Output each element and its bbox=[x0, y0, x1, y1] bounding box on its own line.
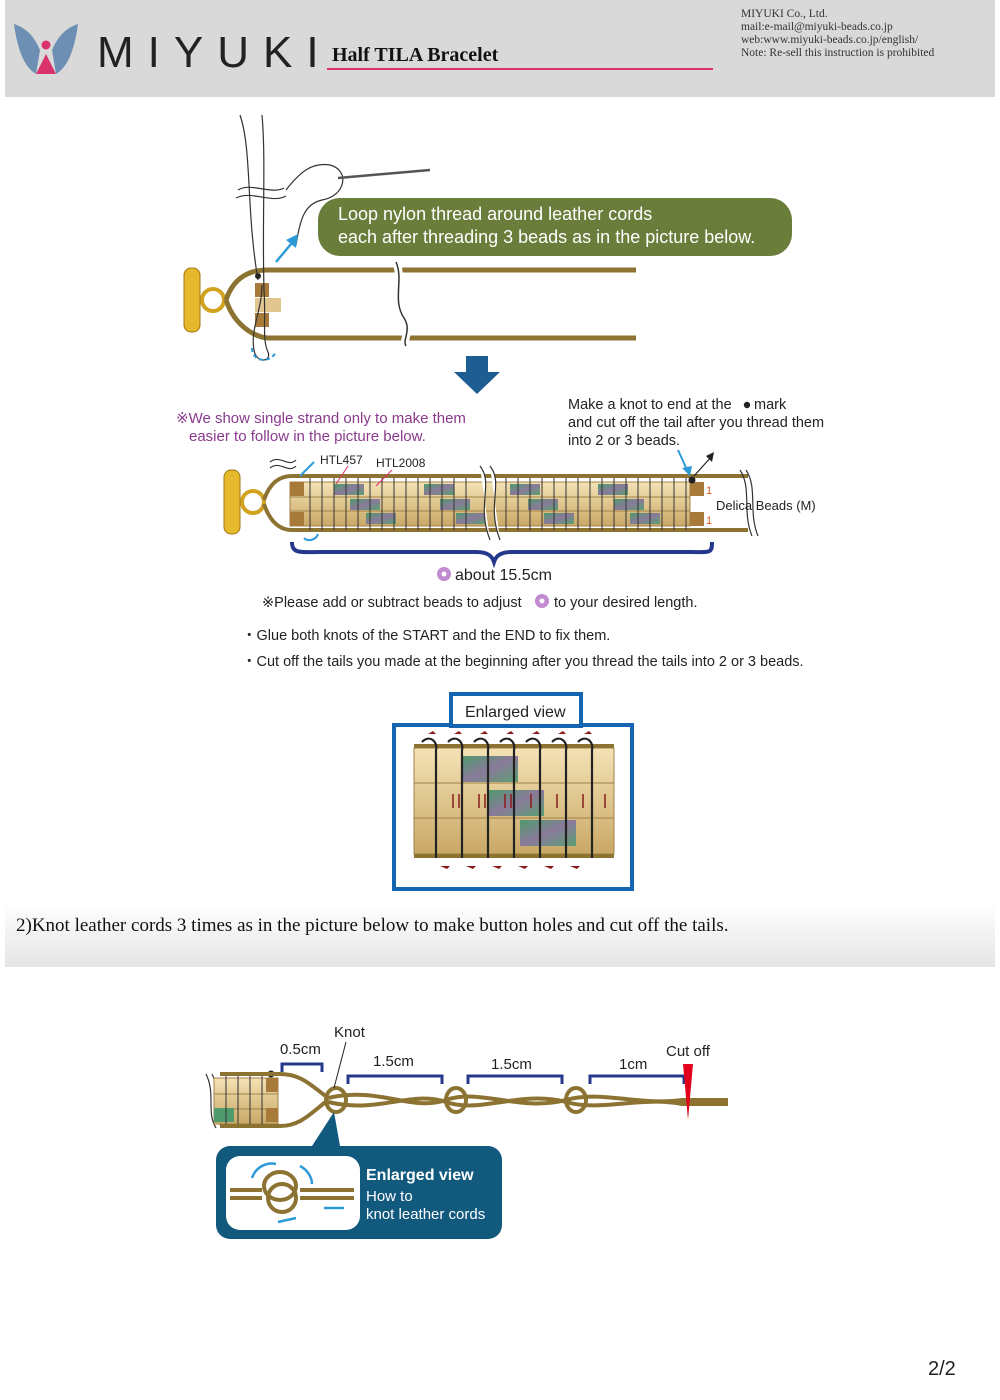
flower-mark-icon bbox=[437, 567, 451, 581]
company-email: mail:e-mail@miyuki-beads.co.jp bbox=[741, 21, 893, 33]
dim-1.5cm-first: 1.5cm bbox=[373, 1053, 414, 1070]
company-web: web:www.miyuki-beads.co.jp/english/ bbox=[741, 34, 919, 46]
knot-note-3: into 2 or 3 beads. bbox=[568, 433, 680, 449]
label-cut-off: Cut off bbox=[666, 1043, 711, 1060]
leather-cord-top bbox=[223, 267, 636, 301]
step2-instruction: 2)Knot leather cords 3 times as in the p… bbox=[16, 915, 729, 936]
clasp-middle-icon bbox=[223, 469, 266, 535]
single-strand-note-1: ※We show single strand only to make them bbox=[176, 410, 466, 427]
bead-rows bbox=[289, 481, 704, 527]
length-brace bbox=[290, 541, 714, 569]
resale-note: Note: Re-sell this instruction is prohib… bbox=[741, 47, 935, 59]
dim-bracket-1.5cm-b bbox=[466, 1074, 564, 1084]
knot-enlarged-title: Enlarged view bbox=[366, 1167, 474, 1184]
clasp-top-icon bbox=[183, 267, 226, 333]
enlarged-view-tab bbox=[449, 692, 583, 728]
callout-line-2: each after threading 3 beads as in the p… bbox=[338, 227, 755, 247]
step2-diagram: Knot 0.5cm 1.5cm 1.5cm 1cm Cut off Enlar… bbox=[205, 1024, 728, 1239]
bullet-cut-tails: ・Cut off the tails you made at the begin… bbox=[242, 654, 804, 670]
page-header: MIYUKI Half TILA Bracelet MIYUKI Co., Lt… bbox=[5, 0, 995, 97]
enlarged-bead-grid bbox=[413, 731, 615, 869]
step1-diagram: Loop nylon thread around leather cords e… bbox=[176, 114, 824, 891]
dim-1.5cm-second: 1.5cm bbox=[491, 1056, 532, 1073]
delica-count-bottom: 1 bbox=[706, 515, 712, 527]
knot-enlarged-sub-2: knot leather cords bbox=[366, 1206, 485, 1223]
needle-icon bbox=[337, 168, 431, 180]
page-number: 2/2 bbox=[928, 1358, 956, 1380]
knot-icon-2 bbox=[444, 1086, 468, 1114]
dim-bracket-0.5cm bbox=[280, 1062, 324, 1072]
knot-note-1: Make a knot to end at the bbox=[568, 397, 732, 413]
company-name: MIYUKI Co., Ltd. bbox=[741, 8, 828, 20]
knot-icon-3 bbox=[564, 1086, 588, 1114]
leather-cord-bottom bbox=[223, 299, 636, 341]
knot-detail-icon bbox=[230, 1162, 354, 1224]
dim-bracket-1cm bbox=[588, 1074, 686, 1084]
instruction-callout bbox=[318, 198, 792, 256]
title-underline bbox=[327, 68, 713, 70]
adjust-note-end: to your desired length. bbox=[554, 595, 697, 611]
down-arrow-icon bbox=[454, 356, 500, 394]
miyuki-logo-icon bbox=[14, 24, 78, 74]
dim-0.5cm: 0.5cm bbox=[280, 1041, 321, 1058]
brand-name: MIYUKI bbox=[97, 28, 333, 77]
delica-count-top: 1 bbox=[706, 485, 712, 497]
nylon-thread bbox=[239, 114, 259, 281]
knot-mark-icon bbox=[743, 401, 751, 409]
step2-instruction-band: 2)Knot leather cords 3 times as in the p… bbox=[5, 903, 995, 967]
callout-line-1: Loop nylon thread around leather cords bbox=[338, 204, 652, 224]
label-htl2008: HTL2008 bbox=[376, 456, 426, 470]
company-info: MIYUKI Co., Ltd. mail:e-mail@miyuki-bead… bbox=[741, 8, 934, 60]
knot-enlarged-sub-1: How to bbox=[366, 1188, 413, 1205]
label-knot: Knot bbox=[334, 1024, 366, 1041]
enlarged-view-label: Enlarged view bbox=[465, 704, 566, 721]
length-label: about 15.5cm bbox=[455, 567, 552, 584]
knot-note-2: and cut off the tail after you thread th… bbox=[568, 415, 824, 431]
knot-note-mark-word: mark bbox=[754, 397, 787, 413]
label-delica-beads: Delica Beads (M) bbox=[716, 498, 816, 513]
bullet-glue: ・Glue both knots of the START and the EN… bbox=[242, 628, 610, 644]
page-title: Half TILA Bracelet bbox=[332, 44, 499, 66]
leather-cord-twist bbox=[327, 1092, 728, 1108]
label-htl457: HTL457 bbox=[320, 453, 363, 467]
flower-mark-icon-inline bbox=[535, 594, 549, 608]
dim-1cm: 1cm bbox=[619, 1056, 647, 1073]
single-strand-note-2: easier to follow in the picture below. bbox=[189, 428, 426, 445]
adjust-note-start: ※Please add or subtract beads to adjust bbox=[262, 595, 522, 611]
cut-mark-icon bbox=[683, 1064, 693, 1120]
knot-icon-1 bbox=[324, 1086, 348, 1114]
dim-bracket-1.5cm-a bbox=[346, 1074, 444, 1084]
